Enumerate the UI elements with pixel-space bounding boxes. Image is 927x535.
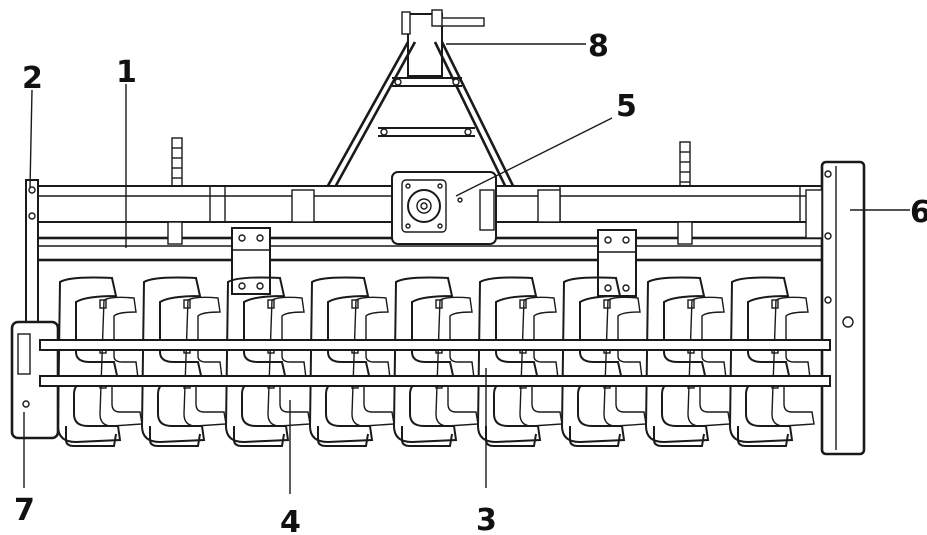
flange-bolt xyxy=(771,299,779,309)
flange-bolt xyxy=(183,299,191,309)
tine-blade xyxy=(308,276,374,444)
side-drive-case xyxy=(805,160,866,456)
tine-group xyxy=(224,276,311,447)
three-point-hitch xyxy=(318,9,522,201)
tine-blade xyxy=(392,276,458,444)
flange-bolt xyxy=(99,299,107,309)
tine-blade xyxy=(644,276,710,444)
callout-8: 8 xyxy=(588,29,609,64)
tine-tip xyxy=(737,426,789,447)
leader-2 xyxy=(29,89,33,189)
tine-group xyxy=(56,276,143,447)
gearbox xyxy=(391,171,497,245)
flange-bolt xyxy=(603,299,611,309)
leader-5 xyxy=(455,117,613,197)
callout-2: 2 xyxy=(22,61,43,96)
leader-lines xyxy=(23,43,910,494)
tine-tip xyxy=(653,426,705,447)
tine-tip xyxy=(149,426,201,447)
callout-4: 4 xyxy=(280,505,301,535)
tine-group xyxy=(644,276,731,447)
callout-labels: 1 2 3 4 5 6 7 8 xyxy=(14,29,927,535)
tine-blade xyxy=(56,276,122,444)
tine-tip xyxy=(317,426,369,447)
flange-bolt xyxy=(519,299,527,309)
tine-tip xyxy=(485,426,537,447)
tine-tip xyxy=(65,426,117,447)
flange-bolt xyxy=(351,299,359,309)
tine-blade xyxy=(560,276,626,444)
rotor-shaft xyxy=(39,339,831,387)
flange-bolt xyxy=(687,299,695,309)
tine-tip xyxy=(233,426,285,447)
tine-tip xyxy=(569,426,621,447)
tine-group xyxy=(308,276,395,447)
callout-5: 5 xyxy=(616,89,637,124)
mounting-brackets xyxy=(167,189,693,297)
tine-blade xyxy=(224,276,290,444)
tine-tip xyxy=(401,426,453,447)
flange-bolt xyxy=(435,299,443,309)
tine-group xyxy=(560,276,647,447)
tine-group xyxy=(476,276,563,447)
callout-6: 6 xyxy=(910,195,927,230)
flange-bolt xyxy=(267,299,275,309)
callout-3: 3 xyxy=(476,503,497,535)
tine-rotor xyxy=(56,276,815,447)
tine-blade xyxy=(140,276,206,444)
tine-blade xyxy=(476,276,542,444)
tine-group xyxy=(140,276,227,447)
tine-group xyxy=(728,276,815,447)
tine-group xyxy=(392,276,479,447)
tine-blade xyxy=(728,276,794,444)
callout-7: 7 xyxy=(14,493,35,528)
callout-1: 1 xyxy=(116,55,137,90)
